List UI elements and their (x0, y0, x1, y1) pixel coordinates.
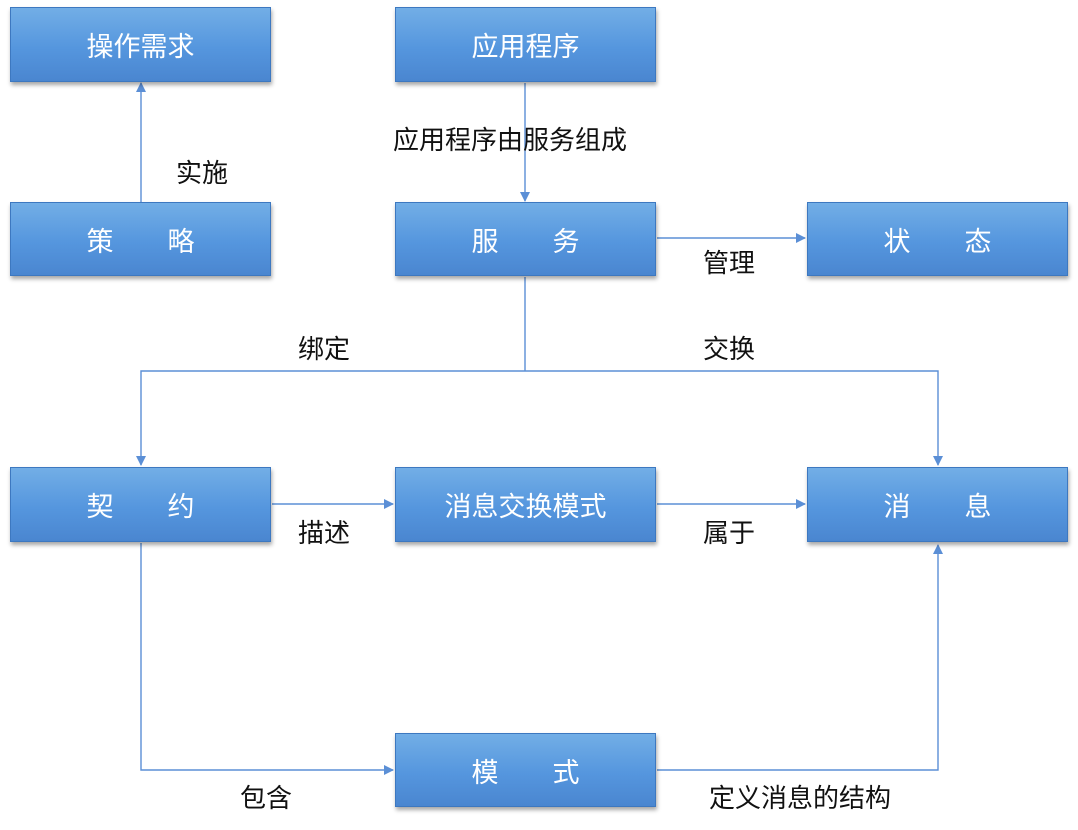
edge-schema-to-message (657, 544, 943, 771)
edge-contract-to-schema (140, 543, 394, 775)
label-describes: 描述 (298, 519, 351, 549)
label-belongs-to: 属于 (703, 519, 756, 549)
node-message-exchange-pattern[interactable]: 消息交换模式 (395, 467, 656, 542)
label-composed-of: 应用程序由服务组成 (393, 126, 628, 156)
node-message[interactable]: 消 息 (807, 467, 1068, 542)
edge-service-to-message (525, 370, 943, 466)
node-service[interactable]: 服 务 (395, 202, 656, 276)
node-operation-requirements[interactable]: 操作需求 (10, 7, 271, 82)
label-exchanges: 交换 (703, 335, 756, 365)
edge-service-to-contract (136, 370, 525, 466)
label-defines-message-structure: 定义消息的结构 (709, 784, 892, 814)
node-contract[interactable]: 契 约 (10, 467, 271, 542)
node-application[interactable]: 应用程序 (395, 7, 656, 82)
node-state[interactable]: 状 态 (807, 202, 1068, 276)
node-schema[interactable]: 模 式 (395, 733, 656, 807)
label-binds: 绑定 (298, 335, 351, 365)
node-policy[interactable]: 策 略 (10, 202, 271, 276)
label-contains: 包含 (240, 784, 293, 814)
label-implements: 实施 (176, 159, 229, 189)
label-manages: 管理 (703, 249, 756, 279)
